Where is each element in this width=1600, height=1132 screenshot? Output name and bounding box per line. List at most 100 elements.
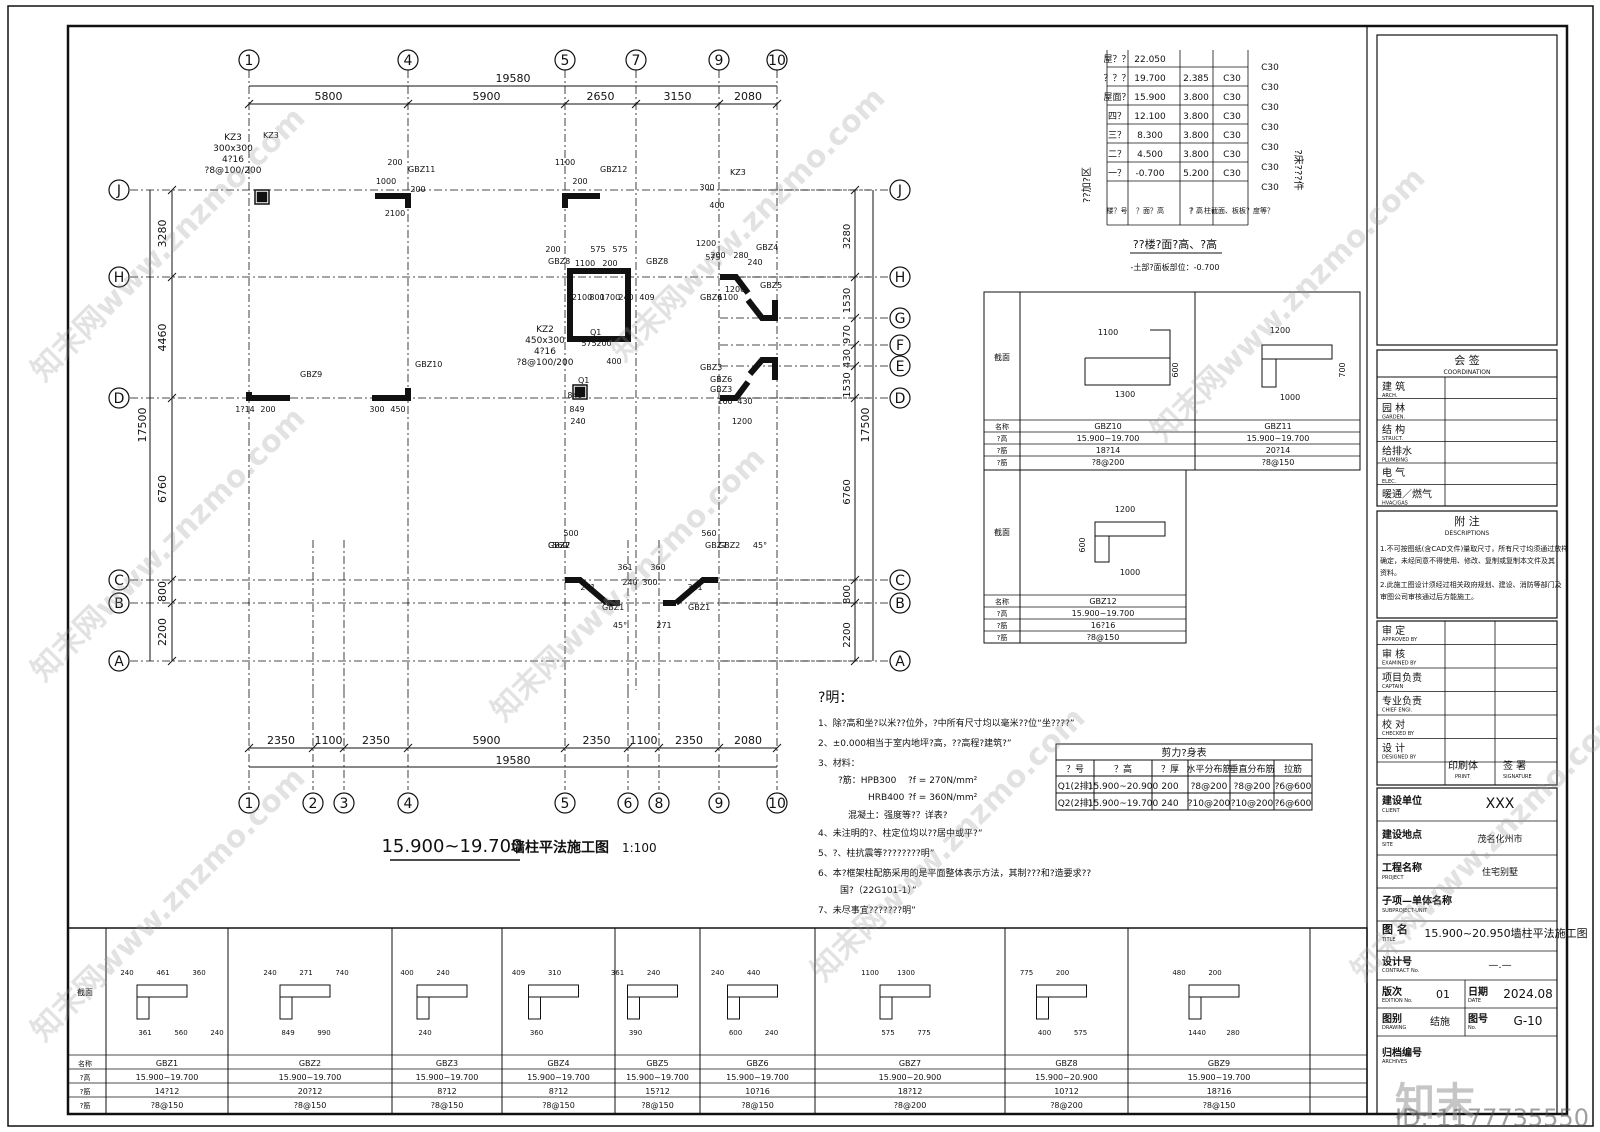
axis-left-H-label: H xyxy=(114,270,125,286)
column-tag: GBZ5 xyxy=(760,281,782,290)
gbz12-dim: 600 xyxy=(1078,537,1087,552)
section-leg-GBZ4 xyxy=(528,996,541,1020)
section-dim-GBZ7: 1100 xyxy=(861,969,879,977)
axis-right-D-circle xyxy=(889,387,911,409)
col-stirrup-GBZ6: ?8@150 xyxy=(741,1101,774,1110)
col-elev-GBZ3: 15.900~19.700 xyxy=(416,1073,479,1082)
column-tag: Q1 xyxy=(578,376,589,385)
drawing-title-cn: 墙柱平法施工图 xyxy=(511,839,609,856)
detail-dim: 1200 xyxy=(696,239,716,248)
tick xyxy=(339,743,349,753)
detail-dim: 1000 xyxy=(376,177,396,186)
shear-cell: ?6@600 xyxy=(1275,782,1312,792)
detail-dim: 450 xyxy=(390,405,405,414)
col-elev-GBZ7: 15.900~20.900 xyxy=(879,1073,942,1082)
axis-right-E-label: E xyxy=(896,359,905,375)
col-name-GBZ2: GBZ2 xyxy=(299,1059,321,1068)
axis-top-1-label: 1 xyxy=(245,53,254,69)
section-GBZ8 xyxy=(1036,984,1087,998)
floor-grade: C30 xyxy=(1223,150,1241,160)
col-name-GBZ4: GBZ4 xyxy=(547,1059,569,1068)
info-sub: SITE xyxy=(1382,842,1393,848)
section-dim-GBZ1: 361 xyxy=(138,1029,151,1037)
gbz12-stirrup: ?8@150 xyxy=(1087,633,1120,642)
shear-cell: Q1(2排) xyxy=(1058,780,1093,792)
floor-elev: 4.500 xyxy=(1137,150,1163,160)
coord-label: 结 构 xyxy=(1382,423,1405,436)
axis-bottom-10-circle xyxy=(766,792,788,814)
detail-dim: 2100 xyxy=(385,209,405,218)
floor-side-left: ??加?区 xyxy=(1081,167,1093,203)
floor-note: -土部?面板部位：-0.700 xyxy=(1131,262,1220,272)
detail-dim: 271 xyxy=(580,583,595,592)
floor-grade: C30 xyxy=(1223,74,1241,84)
sign-sub: CHECKED BY xyxy=(1382,731,1415,737)
axis-right-H-circle xyxy=(889,266,911,288)
coord-sub-label: GARDEN. xyxy=(1382,415,1406,421)
info-label: 子项—单体名称 xyxy=(1382,894,1452,907)
section-GBZ2 xyxy=(279,984,331,998)
detail-dim: 200 xyxy=(572,177,587,186)
info-sub: SUBPROJECT-UNIT xyxy=(1382,908,1428,914)
detail-dim: 560 xyxy=(552,541,567,550)
axis-right-D-label: D xyxy=(895,391,906,407)
col-name-GBZ9: GBZ9 xyxy=(1208,1059,1230,1068)
dim-top-total: 19580 xyxy=(496,72,531,85)
axis-bottom-10-label: 10 xyxy=(768,796,786,812)
section-dim-GBZ8: 775 xyxy=(1020,969,1033,977)
print-label: 印刷体 xyxy=(1448,760,1478,772)
axis-left-C-circle xyxy=(108,569,130,591)
section-dim-GBZ6: 600 xyxy=(729,1029,742,1037)
floor-c30: C30 xyxy=(1261,163,1279,173)
dim-right-span: 6760 xyxy=(842,479,853,504)
floor-caption: ??楼?面?高、?高 xyxy=(1133,237,1217,251)
axis-bottom-6-circle xyxy=(617,792,639,814)
detail-dim: 800 xyxy=(589,293,604,302)
wall-gbz3 xyxy=(720,380,751,401)
axis-left-A-label: A xyxy=(114,654,124,670)
tick xyxy=(850,656,860,666)
logo-box xyxy=(1376,34,1558,346)
print-sub: PRINT xyxy=(1455,774,1471,780)
axis-bottom-3-label: 3 xyxy=(340,796,349,812)
gbz10-bars: 18?14 xyxy=(1096,446,1121,455)
no-value: G-10 xyxy=(1514,1014,1543,1028)
notes-block: ?明：1、除?高和坐?以米??位外，?中所有尺寸均以毫米??位“坐????”2、… xyxy=(818,690,1091,916)
axis-left-D-circle xyxy=(108,387,130,409)
section-dim-GBZ1: 240 xyxy=(120,969,133,977)
contract-value: —.— xyxy=(1488,960,1511,971)
gbz11-dim: 1200 xyxy=(1270,326,1290,335)
desc-sub: DESCRIPTIONS xyxy=(1445,530,1490,537)
axis-left-B-circle xyxy=(108,592,130,614)
info-label: 工程名称 xyxy=(1382,861,1422,874)
notes-heading: ?明： xyxy=(818,690,853,706)
tick xyxy=(850,185,860,195)
sign-sub: DESIGNED BY xyxy=(1382,755,1417,761)
column-kz2-fill xyxy=(574,386,586,398)
detail-dim: 200 xyxy=(596,339,611,348)
bottom-table-frame xyxy=(67,927,1368,1115)
tick xyxy=(167,185,177,195)
column-tag: GBZ2 xyxy=(718,541,740,550)
axis-right-B-circle xyxy=(889,592,911,614)
axis-bottom-9-circle xyxy=(708,792,730,814)
dim-top-span: 2080 xyxy=(734,90,762,103)
kz3-note: ?8@100/200 xyxy=(205,166,262,176)
tick xyxy=(167,598,177,608)
detail-dim: 300 xyxy=(642,578,657,587)
axis-right-G-label: G xyxy=(895,311,906,327)
axis-top-10-label: 10 xyxy=(768,53,786,69)
axis-top-10-circle xyxy=(766,49,788,71)
column-tag: GBZ3 xyxy=(710,385,732,394)
tick xyxy=(308,743,318,753)
dim-left-total: 17500 xyxy=(136,408,149,443)
floor-header: 楼？号 xyxy=(1107,206,1128,215)
section-dim-GBZ9: 1440 xyxy=(1188,1029,1206,1037)
floor-side-right: ?床???件 xyxy=(1292,149,1305,190)
axis-bottom-4-circle xyxy=(397,792,419,814)
wall-gbz2-left xyxy=(565,577,609,606)
tick xyxy=(167,272,177,282)
floor-name: 屋？？ xyxy=(1103,54,1130,65)
axis-left-D-label: D xyxy=(114,391,125,407)
col-name-GBZ1: GBZ1 xyxy=(156,1059,178,1068)
